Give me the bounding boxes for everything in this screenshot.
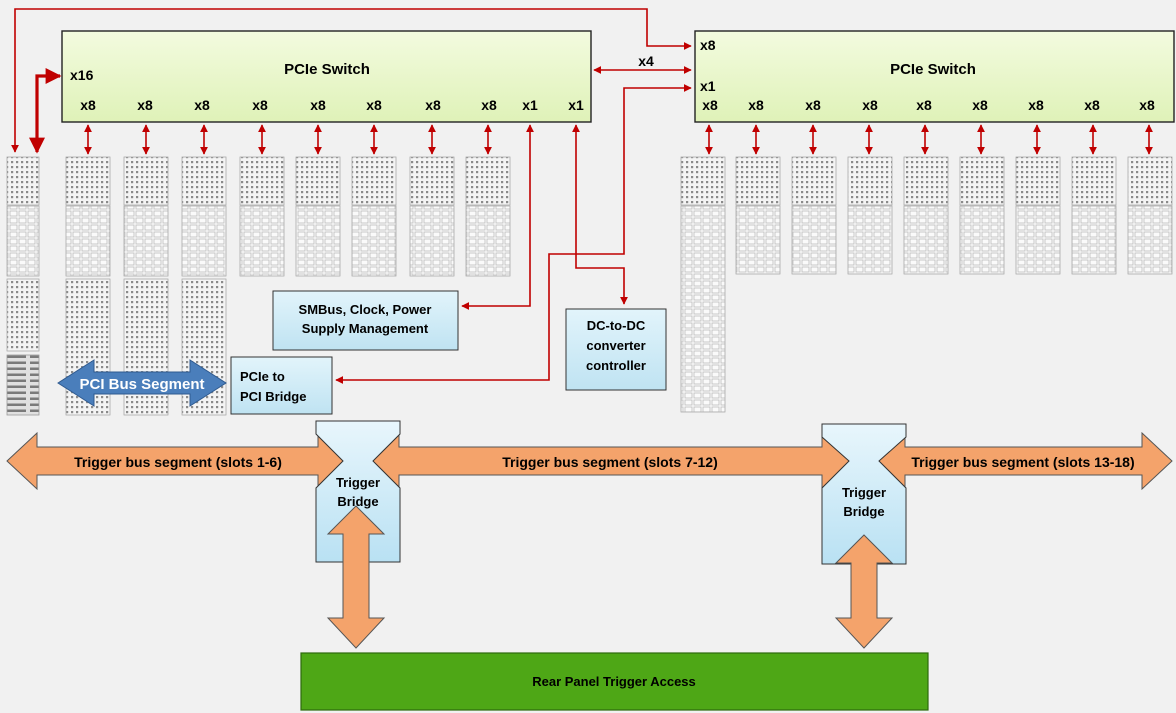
rear-panel-trigger-access: Rear Panel Trigger Access — [300, 652, 929, 711]
switch-right-port-label: x8 — [1084, 97, 1100, 113]
switch-right-port-label: x8 — [916, 97, 932, 113]
rear-panel-label: Rear Panel Trigger Access — [532, 674, 696, 689]
switch-right-port-label: x8 — [862, 97, 878, 113]
dcdc-line1: DC-to-DC — [587, 318, 646, 333]
switch-right-port-label: x8 — [805, 97, 821, 113]
switch-left-port-label: x8 — [366, 97, 382, 113]
switch-left-port-label: x8 — [425, 97, 441, 113]
slot-board — [239, 156, 285, 277]
switch-right-port-label: x8 — [702, 97, 718, 113]
dcdc-line3: controller — [586, 358, 646, 373]
pci-bus-segment-label: PCI Bus Segment — [79, 376, 204, 393]
slot-board — [351, 156, 397, 277]
switch-left-port-label: x8 — [194, 97, 210, 113]
switch-right-port-label: x8 — [1139, 97, 1155, 113]
slot-board — [959, 156, 1005, 275]
switch-right-port-label: x8 — [972, 97, 988, 113]
trigger-bus-segment-2: Trigger bus segment (slots 7-12) — [368, 431, 853, 491]
link-x1-to-dcdc — [572, 124, 628, 305]
switch-left-port-label: x8 — [137, 97, 153, 113]
switch-right-title: PCIe Switch — [890, 61, 976, 78]
link-x4-label: x4 — [638, 53, 654, 69]
switch-left-title: PCIe Switch — [284, 61, 370, 78]
switch-right-port-label: x8 — [1028, 97, 1044, 113]
pci-bridge-line2: PCI Bridge — [240, 389, 306, 404]
smbus-management-box: SMBus, Clock, Power Supply Management — [272, 290, 459, 351]
switch-left-port-label: x8 — [481, 97, 497, 113]
slot-board — [791, 156, 837, 275]
trigger-segment-2-label: Trigger bus segment (slots 7-12) — [502, 454, 718, 470]
slot-boards — [6, 156, 1173, 416]
pcie-switch-left: PCIe Switch x16 x8 x8 x8 x8 x8 x8 x8 x8 … — [61, 30, 592, 123]
trigger-bridge-right: Trigger Bridge — [821, 423, 907, 565]
switch-left-port-label: x8 — [310, 97, 326, 113]
pcie-switch-right: PCIe Switch x8 x1 x8 x8 x8 x8 x8 x8 x8 x… — [694, 30, 1175, 123]
trigger-to-rear-arrow-left — [326, 505, 386, 649]
switch-left-port-label: x1 — [522, 97, 538, 113]
link-system-to-right-switch — [11, 8, 692, 153]
link-x1-to-pci-bridge — [335, 84, 692, 384]
pcie-to-pci-bridge-box: PCIe to PCI Bridge — [230, 356, 333, 415]
slot-board — [6, 156, 40, 416]
smbus-line2: Supply Management — [302, 321, 429, 336]
trigger-bridge-left-line2: Bridge — [337, 494, 378, 509]
dcdc-line2: converter — [586, 338, 645, 353]
slot-board — [1127, 156, 1173, 275]
trigger-segment-3-label: Trigger bus segment (slots 13-18) — [911, 454, 1134, 470]
slot-board — [409, 156, 455, 277]
link-x16-uplink — [29, 68, 62, 154]
slot-board — [295, 156, 341, 277]
switch-right-port-label: x8 — [748, 97, 764, 113]
switch-right-input-mid-label: x1 — [700, 78, 716, 94]
smbus-line1: SMBus, Clock, Power — [299, 302, 432, 317]
slot-board — [735, 156, 781, 275]
slot-board — [1015, 156, 1061, 275]
switch-left-port-label: x1 — [568, 97, 584, 113]
slot-board — [680, 156, 726, 413]
trigger-bridge-right-line2: Bridge — [843, 504, 884, 519]
slot-board — [181, 156, 227, 416]
switch-right-input-top-label: x8 — [700, 37, 716, 53]
pcie-links — [11, 8, 1153, 384]
trigger-bus-segment-3: Trigger bus segment (slots 13-18) — [874, 431, 1173, 491]
slot-board — [465, 156, 511, 277]
pci-bridge-line1: PCIe to — [240, 369, 285, 384]
slot-board — [847, 156, 893, 275]
trigger-bus-segment-1: Trigger bus segment (slots 1-6) — [6, 431, 349, 491]
slot-board — [1071, 156, 1117, 275]
trigger-bridge-left-line1: Trigger — [336, 475, 380, 490]
pci-bus-segment-arrow: PCI Bus Segment — [57, 359, 227, 407]
trigger-segment-1-label: Trigger bus segment (slots 1-6) — [74, 454, 282, 470]
dcdc-converter-box: DC-to-DC converter controller — [565, 308, 667, 391]
switch-left-port-label: x8 — [80, 97, 96, 113]
switch-left-uplink-label: x16 — [70, 67, 94, 83]
switch-left-port-label: x8 — [252, 97, 268, 113]
trigger-bridge-right-line1: Trigger — [842, 485, 886, 500]
slot-board — [903, 156, 949, 275]
trigger-to-rear-arrow-right — [834, 534, 894, 649]
